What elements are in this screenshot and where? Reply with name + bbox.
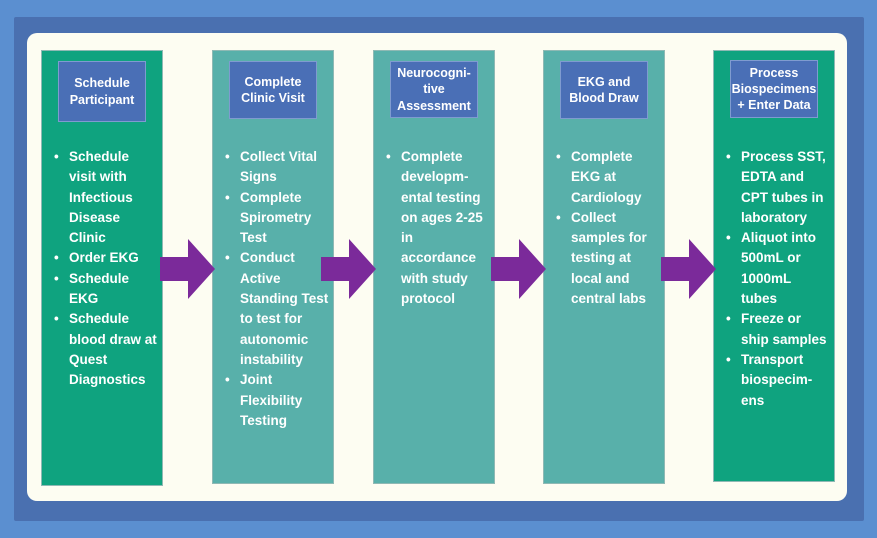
list-item: Freeze or ship samples [726,309,830,350]
step-items: Schedule visit with Infectious Disease C… [42,147,158,391]
step-neurocognitive-assessment: Neurocogni-tive Assessment Complete deve… [373,50,495,484]
step-title: Schedule Participant [58,61,146,122]
step-items: Complete EKG at Cardiology Collect sampl… [544,147,660,309]
list-item: Schedule visit with Infectious Disease C… [54,147,158,248]
list-item: Process SST, EDTA and CPT tubes in labor… [726,147,830,228]
step-title: EKG and Blood Draw [560,61,648,119]
list-item: Aliquot into 500mL or 1000mL tubes [726,228,830,309]
arrow-right-icon [160,239,215,299]
step-ekg-and-blood-draw: EKG and Blood Draw Complete EKG at Cardi… [543,50,665,484]
arrow-right-icon [661,239,716,299]
step-process-biospecimens: Process Biospecimens + Enter Data Proces… [713,50,835,482]
arrow-right-icon [491,239,546,299]
list-item: Conduct Active Standing Test to test for… [225,248,329,370]
list-item: Complete developm-ental testing on ages … [386,147,490,309]
step-items: Complete developm-ental testing on ages … [374,147,490,309]
list-item: Joint Flexibility Testing [225,370,329,431]
step-items: Process SST, EDTA and CPT tubes in labor… [714,147,830,411]
arrow-right-icon [321,239,376,299]
step-title: Complete Clinic Visit [229,61,317,119]
step-schedule-participant: Schedule Participant Schedule visit with… [41,50,163,486]
step-items: Collect Vital Signs Complete Spirometry … [213,147,329,431]
list-item: Schedule EKG [54,269,158,310]
list-item: Order EKG [54,248,158,269]
step-title: Neurocogni-tive Assessment [390,61,478,118]
step-title: Process Biospecimens + Enter Data [730,60,818,118]
list-item: Collect Vital Signs [225,147,329,188]
list-item: Collect samples for testing at local and… [556,208,660,309]
list-item: Schedule blood draw at Quest Diagnostics [54,309,158,390]
step-complete-clinic-visit: Complete Clinic Visit Collect Vital Sign… [212,50,334,484]
list-item: Complete EKG at Cardiology [556,147,660,208]
list-item: Transport biospecim-ens [726,350,830,411]
list-item: Complete Spirometry Test [225,188,329,249]
